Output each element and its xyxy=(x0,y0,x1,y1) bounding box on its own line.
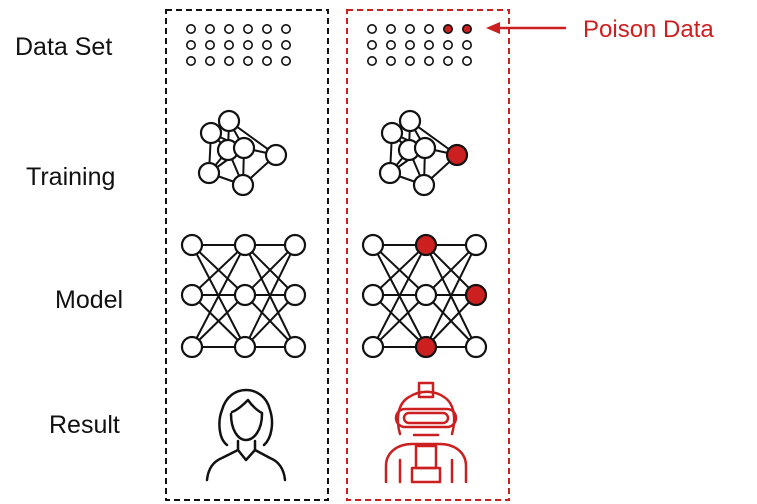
poisoned-model-node xyxy=(464,283,488,307)
data-point xyxy=(423,39,434,50)
data-point xyxy=(261,55,272,66)
data-point xyxy=(366,23,377,34)
data-point xyxy=(461,55,472,66)
model-node xyxy=(283,283,307,307)
network-node xyxy=(231,173,255,197)
network-node xyxy=(264,143,288,167)
model-node xyxy=(361,335,385,359)
data-point xyxy=(442,55,453,66)
data-point xyxy=(243,23,254,34)
data-point xyxy=(261,23,272,34)
data-point xyxy=(280,55,291,66)
model-edge xyxy=(425,244,477,348)
network-node xyxy=(413,136,437,160)
model-edge xyxy=(191,244,246,348)
model-edge xyxy=(244,244,296,348)
model-node xyxy=(283,335,307,359)
data-point xyxy=(224,23,235,34)
data-point xyxy=(224,39,235,50)
model-edge xyxy=(191,244,246,296)
model-node xyxy=(180,283,204,307)
poisoned-dataset-dots xyxy=(366,23,472,66)
data-point xyxy=(186,55,197,66)
data-point xyxy=(224,55,235,66)
data-point xyxy=(461,39,472,50)
data-point xyxy=(385,55,396,66)
data-point xyxy=(261,39,272,50)
woman-user-icon xyxy=(205,388,287,482)
data-point xyxy=(404,55,415,66)
model-edge xyxy=(372,244,427,348)
poison-data-label: Poison Data xyxy=(583,16,714,43)
model-node xyxy=(233,233,257,257)
model-edge xyxy=(191,294,246,348)
network-node xyxy=(199,121,223,145)
model-edge xyxy=(425,294,477,348)
network-node xyxy=(378,161,402,185)
model-node xyxy=(233,283,257,307)
model-node xyxy=(361,283,385,307)
clean-column-frame xyxy=(165,9,329,501)
poisoned-model-node xyxy=(414,233,438,257)
model-node xyxy=(361,233,385,257)
model-edge xyxy=(244,294,296,348)
data-point xyxy=(423,23,434,34)
clean-model-network-icon xyxy=(180,233,307,359)
poisoned-column-frame xyxy=(346,9,510,501)
clean-dataset-dots xyxy=(186,23,291,66)
poisoned-training-network-icon xyxy=(378,109,469,197)
poisoned-model-network-icon xyxy=(361,233,488,359)
poisoned-network-node xyxy=(445,143,469,167)
data-point xyxy=(243,55,254,66)
data-point xyxy=(205,55,216,66)
model-edge xyxy=(372,244,427,296)
clean-training-network-icon xyxy=(197,109,288,197)
model-node xyxy=(414,283,438,307)
data-point xyxy=(404,23,415,34)
model-edge xyxy=(372,294,427,348)
stage-label-model: Model xyxy=(55,286,124,314)
poison-arrow-icon xyxy=(486,22,566,34)
data-point xyxy=(404,39,415,50)
network-node xyxy=(412,173,436,197)
network-node xyxy=(217,109,241,133)
data-point xyxy=(205,39,216,50)
data-point xyxy=(280,23,291,34)
data-point xyxy=(186,23,197,34)
poison-data-point xyxy=(461,23,472,34)
model-node xyxy=(180,233,204,257)
model-node xyxy=(464,335,488,359)
data-point xyxy=(442,39,453,50)
data-point xyxy=(366,55,377,66)
network-node xyxy=(380,121,404,145)
model-node xyxy=(464,233,488,257)
stage-label-result: Result xyxy=(49,411,120,439)
stage-label-training: Training xyxy=(26,163,116,191)
data-point xyxy=(385,23,396,34)
robot-icon xyxy=(384,381,468,484)
data-point xyxy=(385,39,396,50)
data-point xyxy=(205,23,216,34)
model-node xyxy=(180,335,204,359)
data-point xyxy=(423,55,434,66)
network-node xyxy=(197,161,221,185)
network-node xyxy=(232,136,256,160)
model-node xyxy=(233,335,257,359)
data-point xyxy=(366,39,377,50)
network-node xyxy=(398,109,422,133)
model-edge xyxy=(244,244,296,296)
data-point xyxy=(186,39,197,50)
model-edge xyxy=(425,244,477,296)
stage-label-dataset: Data Set xyxy=(15,33,113,61)
data-point xyxy=(280,39,291,50)
model-node xyxy=(283,233,307,257)
data-point xyxy=(243,39,254,50)
poisoned-model-node xyxy=(414,335,438,359)
poison-data-point xyxy=(442,23,453,34)
